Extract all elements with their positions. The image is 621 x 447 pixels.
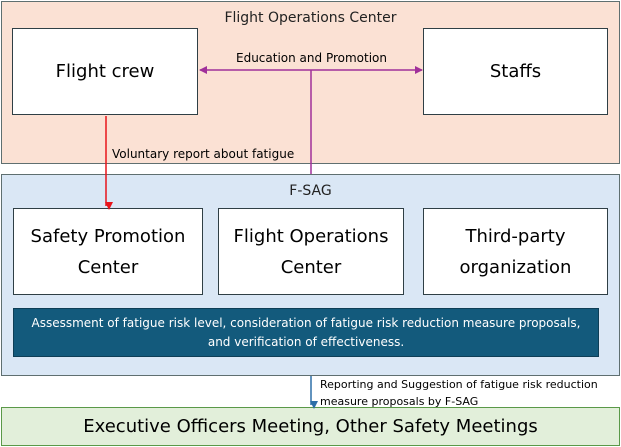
staffs-label: Staffs — [489, 60, 542, 82]
assessment-box: Assessment of fatigue risk level, consid… — [13, 308, 599, 357]
third-party-line2: organization — [459, 256, 572, 278]
third-party-line1: Third-party — [465, 225, 566, 247]
safety-promotion-line1: Safety Promotion — [30, 225, 186, 247]
mid-panel-title: F-SAG — [289, 183, 332, 199]
voluntary-report-label: Voluntary report about fatigue — [112, 147, 295, 161]
reporting-suggestion-label: Reporting and Suggestion of fatigue risk… — [320, 376, 598, 410]
education-promotion-label: Education and Promotion — [236, 51, 388, 65]
flight-operations-line1: Flight Operations — [233, 225, 389, 247]
bottom-panel-title: Executive Officers Meeting, Other Safety… — [83, 416, 538, 437]
assessment-line1: Assessment of fatigue risk level, consid… — [31, 315, 581, 330]
flight-operations-center-box: Flight Operations Center — [218, 208, 404, 295]
executive-meetings-panel: Executive Officers Meeting, Other Safety… — [1, 407, 620, 446]
safety-promotion-line2: Center — [77, 256, 139, 278]
top-panel-title: Flight Operations Center — [224, 10, 397, 26]
staffs-box: Staffs — [423, 28, 608, 115]
flight-operations-line2: Center — [280, 256, 342, 278]
reporting-line2: measure proposals by F-SAG — [320, 395, 479, 408]
flight-crew-label: Flight crew — [55, 60, 155, 82]
reporting-line1: Reporting and Suggestion of fatigue risk… — [320, 378, 598, 391]
third-party-organization-box: Third-party organization — [423, 208, 608, 295]
flight-crew-box: Flight crew — [12, 28, 198, 115]
assessment-line2: and verification of effectiveness. — [207, 334, 405, 349]
